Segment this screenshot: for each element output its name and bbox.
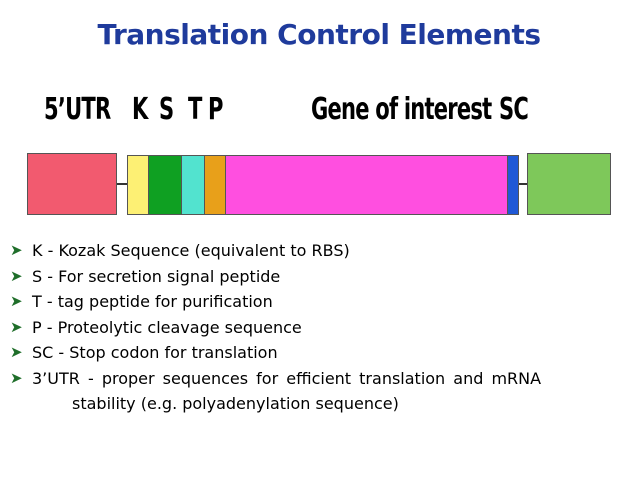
bullet-item: ➤T - tag peptide for purification (8, 289, 620, 315)
arrow-bullet-icon: ➤ (10, 317, 23, 336)
arrow-bullet-icon: ➤ (10, 343, 23, 361)
arrow-bullet-icon: ➤ (10, 368, 23, 387)
arrow-bullet-icon: ➤ (10, 292, 23, 310)
connector-line-left (116, 183, 128, 185)
bullet-item-3utr: ➤3’UTR - proper sequences for efficient … (8, 366, 620, 417)
bullet-item: ➤K - Kozak Sequence (equivalent to RBS) (8, 238, 620, 264)
label-sc: SC (499, 92, 529, 127)
bullet-item: ➤S - For secretion signal peptide (8, 264, 620, 290)
segment-gene (225, 155, 508, 215)
label-t: T (188, 92, 202, 127)
segment-p (204, 155, 226, 215)
label-p: P (208, 92, 223, 127)
segment-3utr (527, 153, 611, 215)
arrow-bullet-icon: ➤ (10, 266, 23, 285)
segment-sc (507, 155, 519, 215)
bullet-item: ➤SC - Stop codon for translation (8, 340, 620, 366)
label-5utr: 5’UTR (44, 92, 111, 127)
segment-5utr (27, 153, 117, 215)
bullet-list: ➤K - Kozak Sequence (equivalent to RBS) … (8, 238, 620, 417)
label-s: S (159, 92, 174, 127)
segment-t (181, 155, 205, 215)
segment-s (148, 155, 182, 215)
arrow-bullet-icon: ➤ (10, 241, 23, 259)
label-k: K (132, 92, 148, 127)
slide-title: Translation Control Elements (97, 18, 541, 51)
label-gene: Gene of interest (311, 92, 492, 127)
bullet-item: ➤P - Proteolytic cleavage sequence (8, 315, 620, 341)
connector-line-right (518, 183, 528, 185)
segment-k (127, 155, 149, 215)
